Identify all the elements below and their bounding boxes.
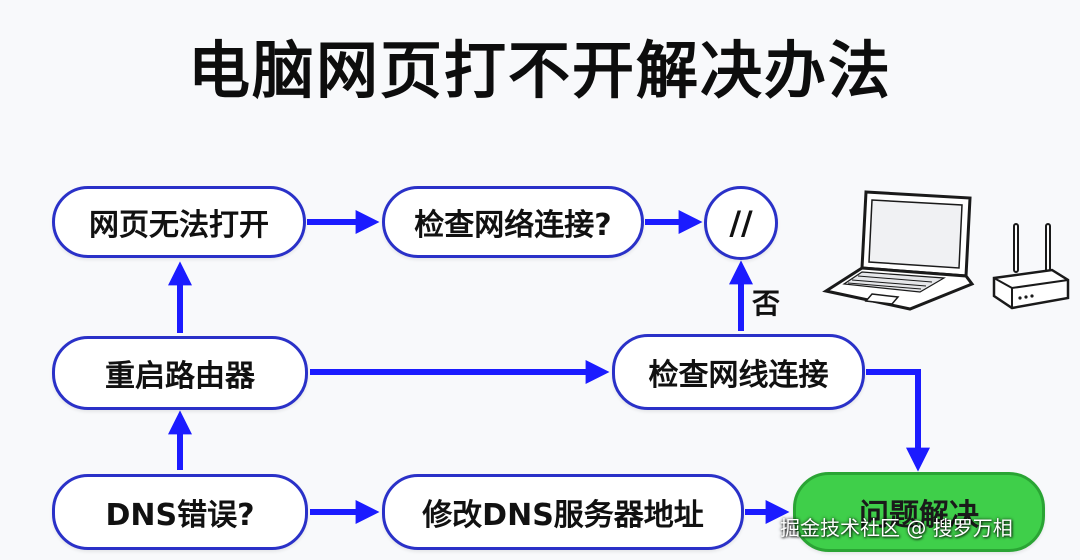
node-restart-router: 重启路由器	[52, 336, 308, 410]
node-check-network-label: 检查网络连接?	[414, 208, 612, 243]
arrow-check-cable-to-solved	[866, 369, 930, 472]
node-modify-dns-label: 修改DNS服务器地址	[422, 498, 704, 533]
node-solved: 问题解决	[793, 472, 1045, 552]
node-unknown: //	[704, 186, 778, 260]
router-icon	[992, 223, 1070, 310]
node-check-network: 检查网络连接?	[382, 186, 644, 258]
node-restart-router-label: 重启路由器	[105, 359, 255, 394]
node-dns-error-label: DNS错误?	[105, 498, 255, 533]
node-check-cable-label: 检查网线连接	[648, 358, 829, 393]
laptop-icon	[822, 190, 975, 311]
node-cannot-open: 网页无法打开	[52, 186, 306, 258]
node-solved-label: 问题解决	[859, 498, 979, 533]
edge-label-no: 否	[752, 287, 781, 320]
node-unknown-label: //	[729, 204, 753, 242]
node-check-cable: 检查网线连接	[612, 334, 865, 410]
node-modify-dns: 修改DNS服务器地址	[382, 474, 744, 550]
page-title: 电脑网页打不开解决办法	[187, 34, 892, 107]
watermark: 掘金技术社区 @ 搜罗万相	[780, 516, 1013, 540]
node-cannot-open-label: 网页无法打开	[89, 208, 269, 243]
node-dns-error: DNS错误?	[52, 474, 308, 550]
